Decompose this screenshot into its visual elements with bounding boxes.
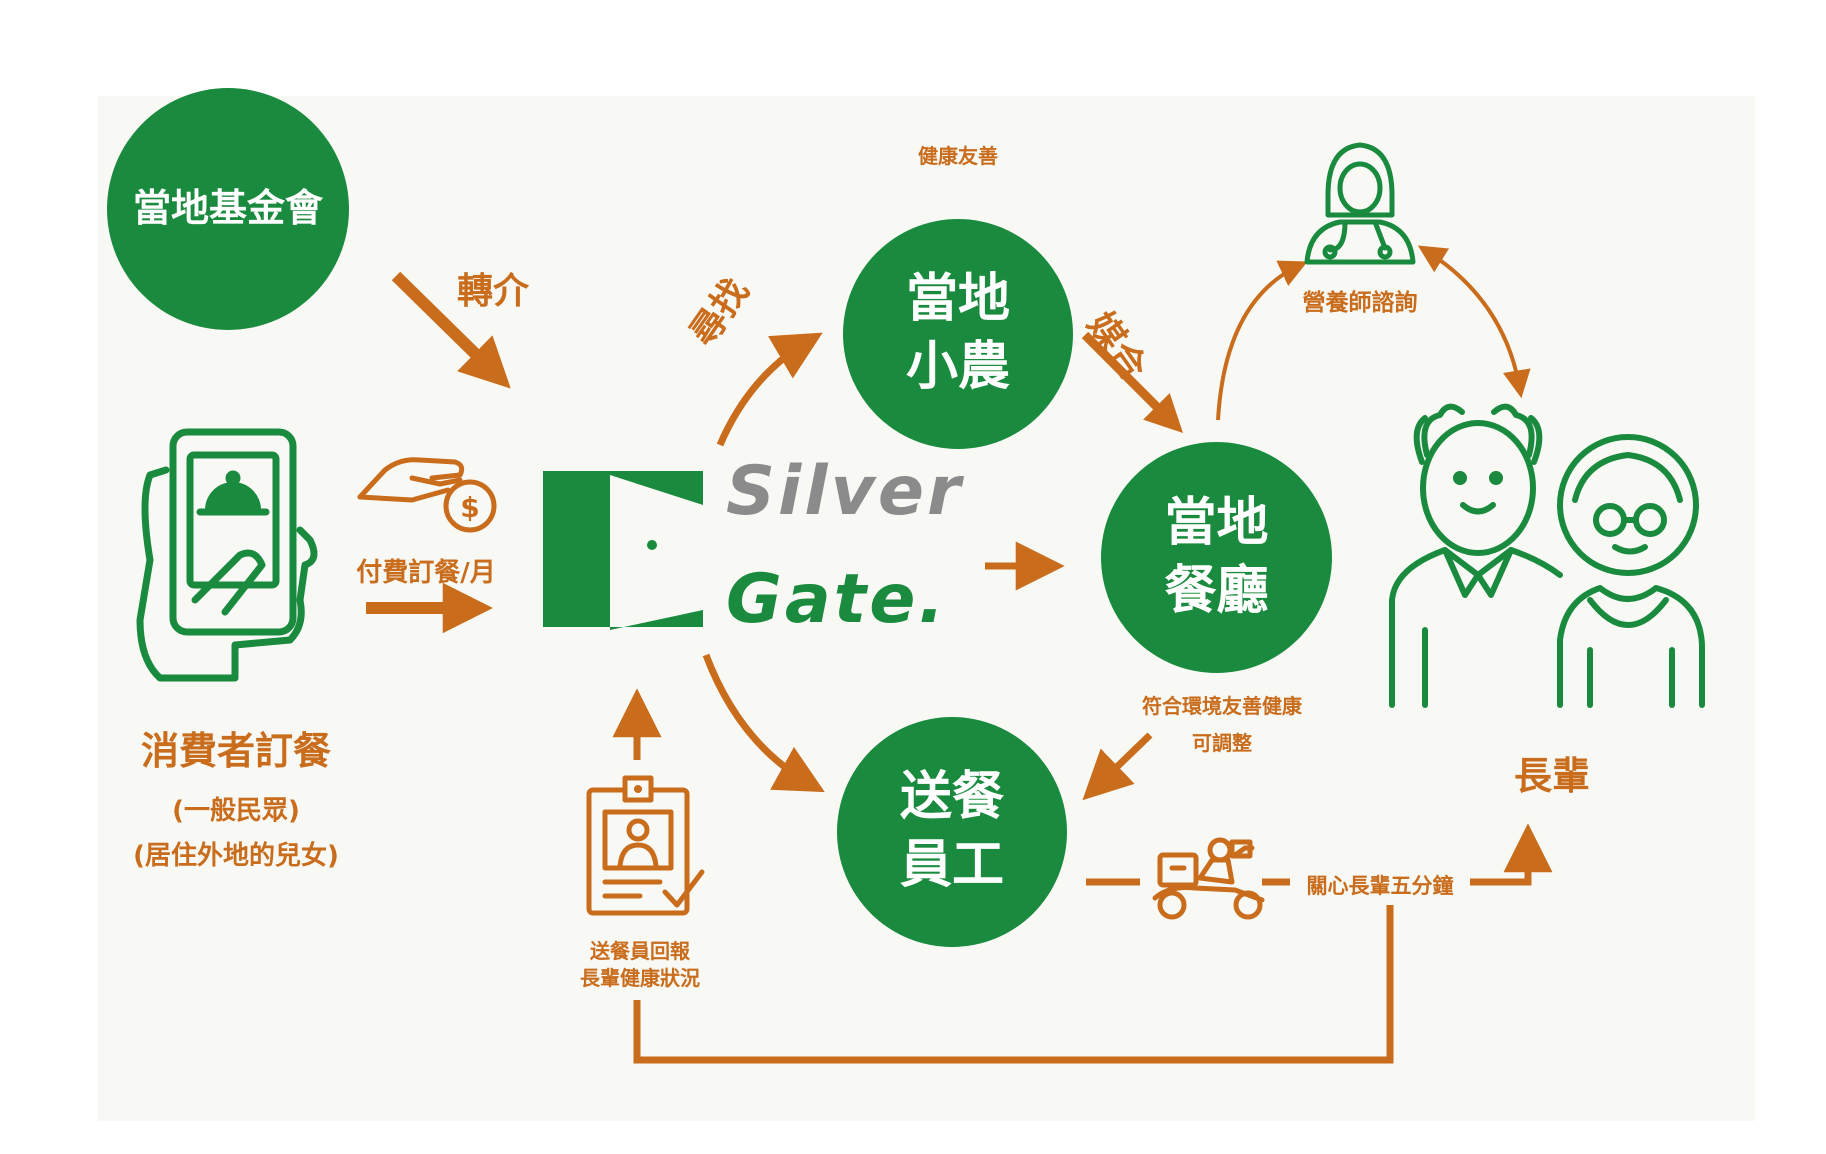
consult-arrow [1417,245,1531,399]
consumer-sub2: (居住外地的兒女) [133,841,339,871]
handoff-arrow [1082,732,1153,801]
search-arrow [716,332,823,447]
label-env-friendly: 符合環境友善健康 [1142,694,1302,718]
care-line [1086,823,1553,886]
label-report-line2: 長輩健康狀況 [580,966,700,990]
report-loop [612,688,1394,1064]
silver-gate-door-icon [543,471,703,630]
consumer-sub1: (一般民眾) [172,796,300,826]
label-adjustable: 可調整 [1192,731,1252,755]
phone-order-icon [136,428,318,682]
dispatch-arrow [702,653,825,793]
label-care-five-minutes: 關心長輩五分鐘 [1306,874,1454,898]
node-restaurants: 當地 餐廳 [1101,442,1332,673]
pay-coin-icon: $ [357,457,497,533]
consumer-title: 消費者訂餐 [140,729,332,773]
label-pay-monthly: 付費訂餐/月 [356,558,496,588]
label-nutritionist: 營養師諮詢 [1302,290,1418,316]
svg-text:$: $ [460,491,479,524]
label-report-line1: 送餐員回報 [590,939,690,963]
brand-gate: Gate. [726,560,948,639]
referral-arrow [391,271,511,389]
label-health-friendly: 健康友善 [918,144,998,168]
elderly-couple-icon [1389,403,1705,708]
label-referral: 轉介 [457,271,530,312]
node-farmers: 當地 小農 [843,219,1073,449]
node-foundation: 當地基金會 [107,88,349,330]
id-badge-report-icon [586,775,705,916]
nutritionist-icon [1304,142,1416,265]
node-delivery-staff: 送餐 員工 [837,717,1067,947]
delivery-scooter-icon [1152,837,1265,920]
nutritionist-arrow [1216,260,1308,421]
brand-silver: Silver [726,452,964,531]
elders-title: 長輩 [1513,754,1591,798]
match-arrow [1081,331,1184,434]
